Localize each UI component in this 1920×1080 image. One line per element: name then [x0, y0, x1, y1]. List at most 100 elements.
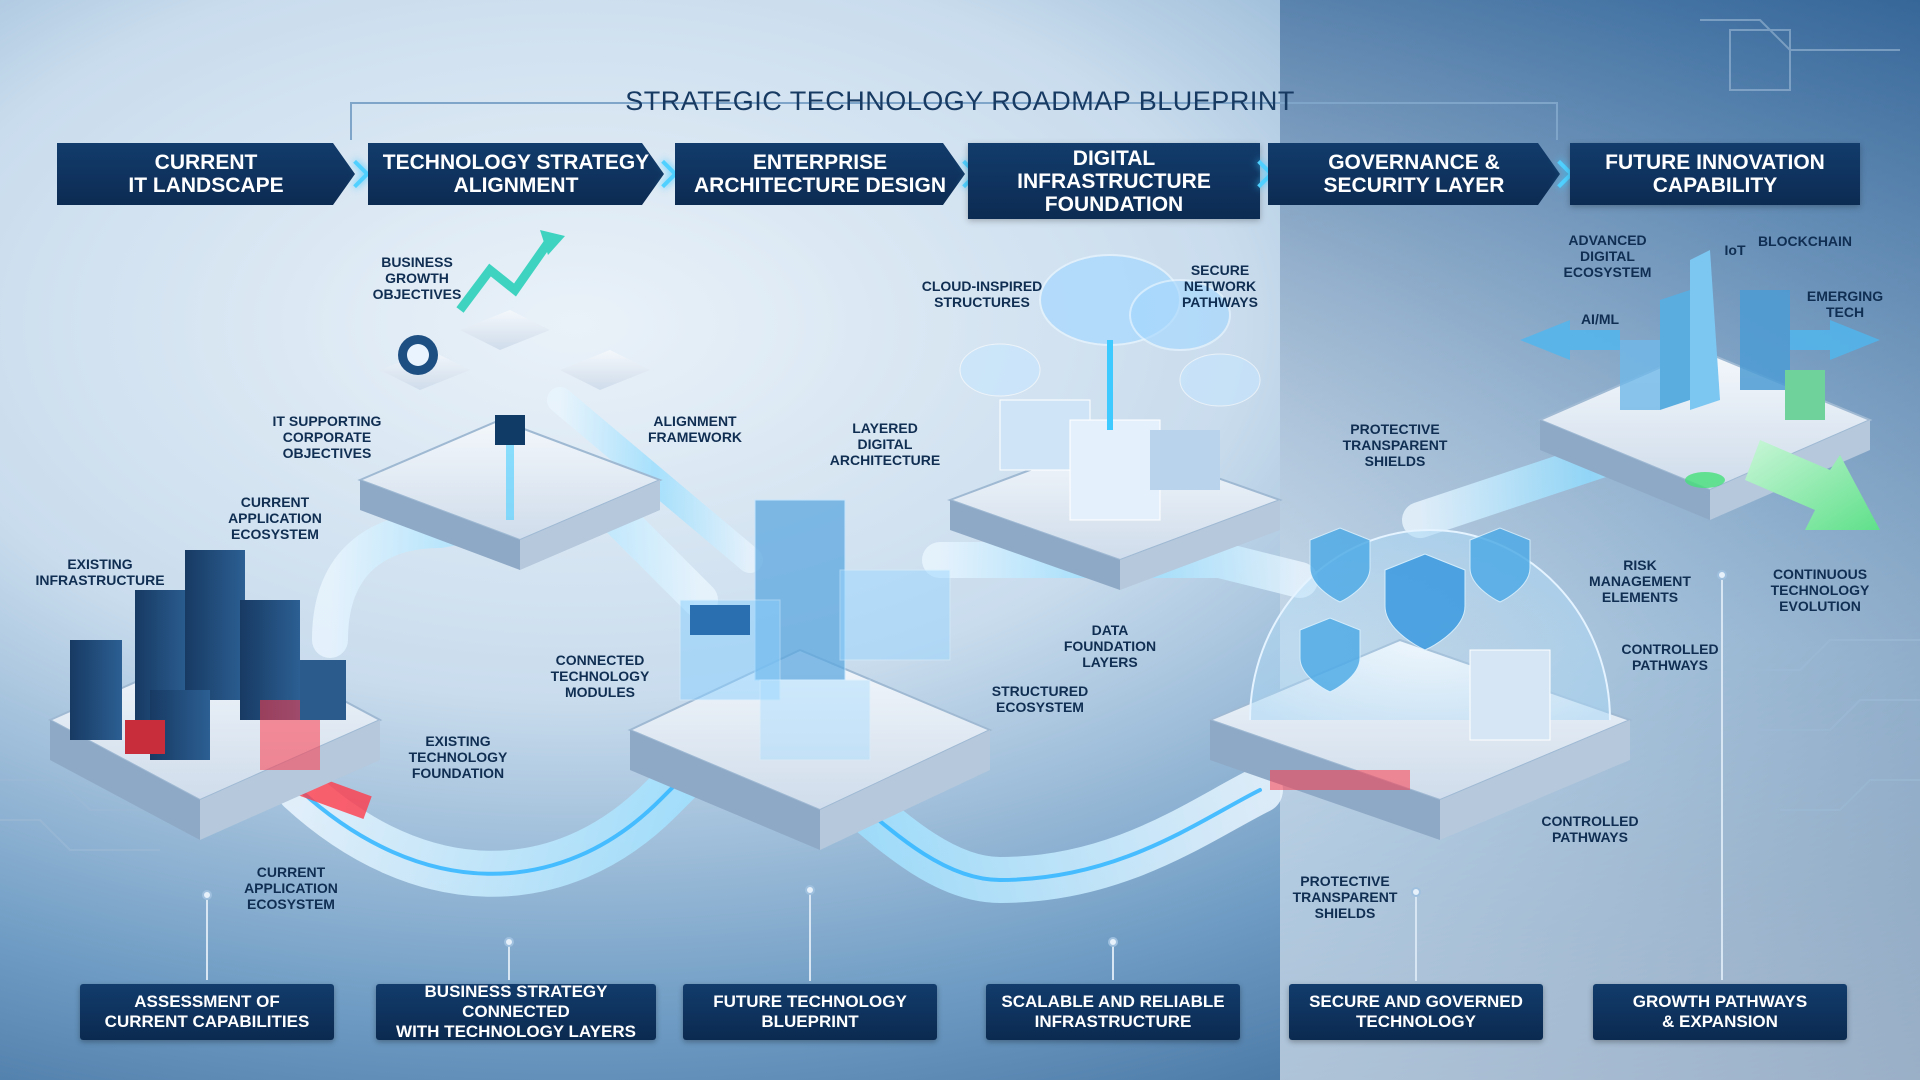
connector-dot: [504, 937, 514, 947]
label-line: AI/ML: [1581, 311, 1619, 327]
label-line: CORPORATE: [283, 429, 371, 445]
label-line: SECURE: [1191, 262, 1249, 278]
label-line: IoT: [1725, 242, 1746, 258]
label-line: CLOUD-INSPIRED: [922, 278, 1043, 294]
connector-dot: [1108, 937, 1118, 947]
summary-line: BLUEPRINT: [761, 1012, 858, 1031]
label-existing-technology-foundation: EXISTINGTECHNOLOGYFOUNDATION: [398, 733, 518, 781]
label-line: CONNECTED: [556, 652, 645, 668]
stage-label-line: ENTERPRISE: [753, 151, 887, 174]
label-line: RISK: [1623, 557, 1656, 573]
summary-assessment: ASSESSMENT OFCURRENT CAPABILITIES: [80, 984, 334, 1040]
connector-line: [809, 893, 811, 981]
connector-dot: [805, 885, 815, 895]
label-line: ELEMENTS: [1602, 589, 1678, 605]
stage-label-line: DIGITAL: [1073, 147, 1155, 170]
label-protective-transparent-shields-top: PROTECTIVETRANSPARENTSHIELDS: [1330, 421, 1460, 469]
label-line: TRANSPARENT: [1293, 889, 1398, 905]
label-data-foundation-layers: DATAFOUNDATIONLAYERS: [1055, 622, 1165, 670]
label-line: PATHWAYS: [1182, 294, 1258, 310]
label-line: ADVANCED: [1568, 232, 1646, 248]
label-line: DIGITAL: [1580, 248, 1635, 264]
label-line: IT SUPPORTING: [273, 413, 382, 429]
summary-line: WITH TECHNOLOGY LAYERS: [396, 1022, 636, 1041]
label-line: OBJECTIVES: [283, 445, 372, 461]
label-line: EXISTING: [67, 556, 132, 572]
stage-label-line: SECURITY LAYER: [1324, 174, 1505, 197]
label-line: BLOCKCHAIN: [1758, 233, 1852, 249]
stage-label-line: FUTURE INNOVATION: [1605, 151, 1825, 174]
stage-technology-strategy-alignment: TECHNOLOGY STRATEGYALIGNMENT: [368, 143, 664, 205]
stage-label-line: CAPABILITY: [1653, 174, 1777, 197]
label-line: LAYERS: [1082, 654, 1138, 670]
summary-line: BUSINESS STRATEGY CONNECTED: [425, 982, 608, 1021]
label-line: EVOLUTION: [1779, 598, 1861, 614]
label-line: PATHWAYS: [1632, 657, 1708, 673]
label-line: NETWORK: [1184, 278, 1256, 294]
connector-dot: [1717, 570, 1727, 580]
label-line: CONTROLLED: [1621, 641, 1718, 657]
label-line: SHIELDS: [1365, 453, 1426, 469]
label-line: OBJECTIVES: [373, 286, 462, 302]
stage-label-line: ARCHITECTURE DESIGN: [694, 174, 946, 197]
label-current-application-ecosystem-top: CURRENTAPPLICATIONECOSYSTEM: [215, 494, 335, 542]
label-line: MANAGEMENT: [1589, 573, 1691, 589]
summary-line: CURRENT CAPABILITIES: [105, 1012, 310, 1031]
label-line: CURRENT: [257, 864, 325, 880]
summary-line: FUTURE TECHNOLOGY: [713, 992, 907, 1011]
label-line: EMERGING: [1807, 288, 1883, 304]
connector-line: [1112, 945, 1114, 980]
label-line: TRANSPARENT: [1343, 437, 1448, 453]
summary-line: GROWTH PATHWAYS: [1633, 992, 1807, 1011]
label-line: MODULES: [565, 684, 635, 700]
connector-line: [508, 945, 510, 980]
label-line: PATHWAYS: [1552, 829, 1628, 845]
summary-line: SECURE AND GOVERNED: [1309, 992, 1523, 1011]
label-line: CONTROLLED: [1541, 813, 1638, 829]
label-line: DIGITAL: [858, 436, 913, 452]
label-line: CONTINUOUS: [1773, 566, 1867, 582]
label-line: TECHNOLOGY: [1771, 582, 1870, 598]
connector-line: [1415, 895, 1417, 981]
summary-line: SCALABLE AND RELIABLE: [1001, 992, 1224, 1011]
label-line: TECHNOLOGY: [409, 749, 508, 765]
label-line: STRUCTURES: [934, 294, 1030, 310]
label-line: APPLICATION: [244, 880, 338, 896]
label-line: PROTECTIVE: [1300, 873, 1389, 889]
label-line: GROWTH: [385, 270, 449, 286]
label-line: ECOSYSTEM: [247, 896, 335, 912]
summary-line: & EXPANSION: [1662, 1012, 1778, 1031]
stage-current-it-landscape: CURRENTIT LANDSCAPE: [57, 143, 355, 205]
label-line: LAYERED: [852, 420, 918, 436]
label-line: BUSINESS: [381, 254, 453, 270]
label-line: STRUCTURED: [992, 683, 1088, 699]
label-line: SHIELDS: [1315, 905, 1376, 921]
stage-label-line: FOUNDATION: [1045, 193, 1183, 216]
connector-line: [1721, 580, 1723, 980]
label-line: ARCHITECTURE: [830, 452, 940, 468]
stage-label-line: ALIGNMENT: [454, 174, 579, 197]
connector-line: [206, 900, 208, 980]
label-iot: IoT: [1710, 242, 1760, 258]
label-line: FOUNDATION: [412, 765, 504, 781]
label-line: APPLICATION: [228, 510, 322, 526]
summary-growth-pathways: GROWTH PATHWAYS& EXPANSION: [1593, 984, 1847, 1040]
